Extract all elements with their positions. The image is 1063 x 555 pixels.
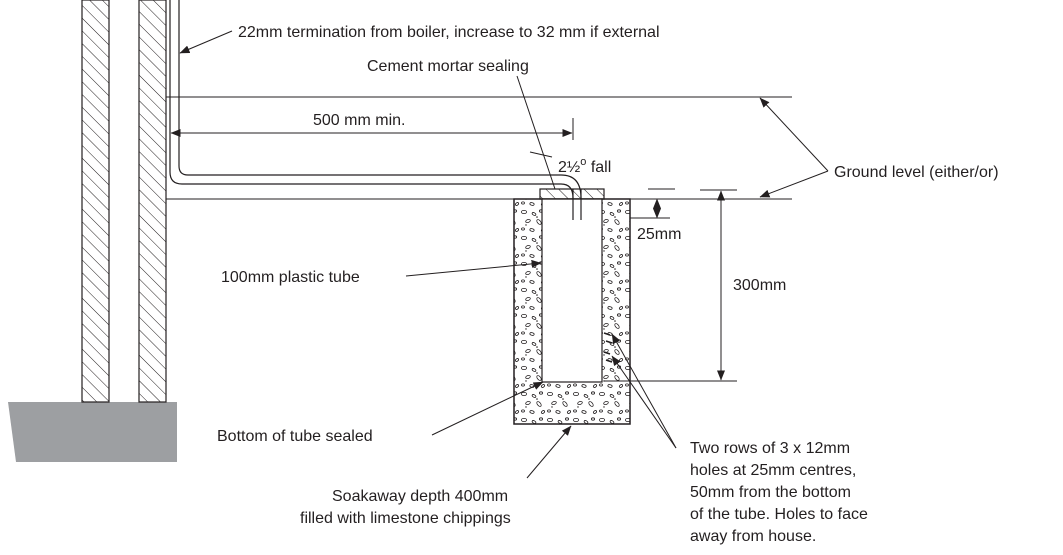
bottom-sealed-leader	[431, 381, 544, 436]
holes-leader-2	[611, 355, 677, 449]
soakaway-leader	[526, 425, 572, 479]
sealing-label: Cement mortar sealing	[367, 58, 529, 75]
dimension-25mm	[630, 188, 675, 219]
fall-indicator-line	[529, 151, 553, 158]
tube-leader	[405, 259, 542, 277]
termination-label: 22mm termination from boiler, increase t…	[238, 24, 660, 41]
cement-mortar-seal	[539, 188, 605, 200]
sealing-leader	[516, 75, 556, 190]
tube-label: 100mm plastic tube	[221, 269, 360, 286]
dimension-500mm	[169, 118, 574, 140]
holes-note: Two rows of 3 x 12mm holes at 25mm centr…	[690, 440, 872, 545]
bottom-sealed-label: Bottom of tube sealed	[217, 428, 373, 445]
soakaway-note: Soakaway depth 400mm filled with limesto…	[300, 488, 513, 527]
dimension-300mm	[604, 189, 737, 382]
plastic-tube	[541, 198, 603, 383]
ground-level-label: Ground level (either/or)	[834, 164, 999, 181]
outer-wall-leaf	[81, 0, 110, 403]
tube-holes	[603, 332, 613, 363]
depth-300-label: 300mm	[733, 277, 786, 294]
depth-25-label: 25mm	[637, 226, 681, 243]
fall-label: 2½o fall	[558, 156, 611, 176]
holes-leader-1	[611, 333, 677, 449]
inner-wall-leaf	[138, 0, 167, 403]
ground-level-leader-lower	[759, 170, 829, 198]
ground-level-leader-upper	[759, 97, 829, 172]
termination-leader	[179, 30, 233, 54]
foundation-slab	[8, 402, 177, 462]
min-distance-label: 500 mm min.	[313, 112, 405, 129]
